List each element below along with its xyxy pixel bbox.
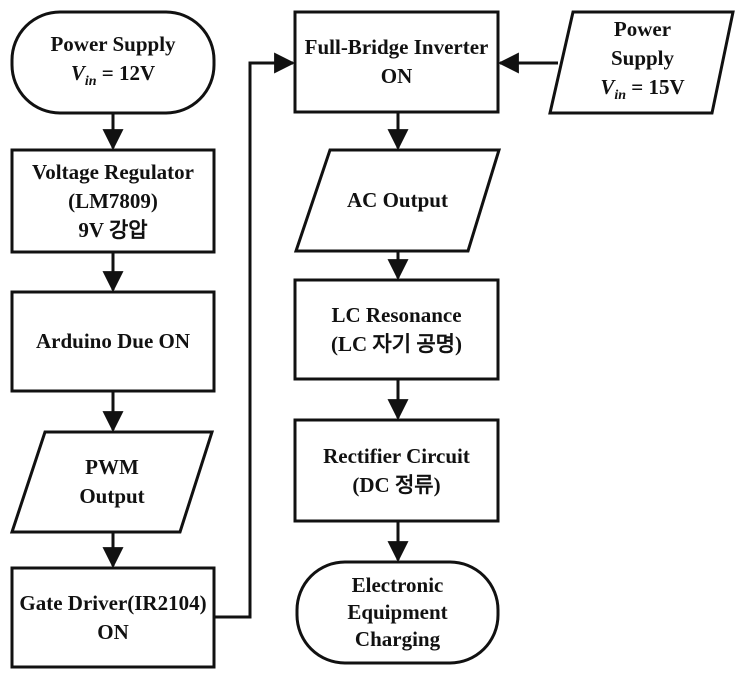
vin-subscript: in <box>614 88 627 103</box>
vin-variable: V <box>600 75 615 99</box>
vin-variable: V <box>70 60 85 85</box>
lc-resonance-line2: (LC 자기 공명) <box>331 331 462 356</box>
vin-value: = 12V <box>101 60 156 85</box>
lc-resonance-label: LC Resonance (LC 자기 공명) <box>295 280 498 379</box>
power-supply-15v-label: Power Supply Vin = 15V <box>555 12 730 113</box>
power-supply-15v-parallelogram <box>548 10 735 115</box>
charging-line3: Charging <box>354 627 441 651</box>
arduino-label: Arduino Due ON <box>12 292 214 391</box>
pwm-output-parallelogram <box>9 430 215 534</box>
ac-output-line1: AC Output <box>347 188 448 212</box>
gate-driver-label: Gate Driver(IR2104) ON <box>12 568 214 667</box>
lc-resonance-box <box>293 278 500 381</box>
arduino-line1: Arduino Due ON <box>35 329 191 353</box>
charging-line2: Equipment <box>347 600 448 624</box>
vin-subscript: in <box>84 73 97 89</box>
power-supply-15v-line2: Supply <box>610 46 675 70</box>
charging-line1: Electronic <box>351 573 444 597</box>
voltage-regulator-line1: Voltage Regulator <box>32 159 194 184</box>
charging-label: Electronic Equipment Charging <box>297 562 498 663</box>
rectifier-label: Rectifier Circuit (DC 정류) <box>295 420 498 521</box>
ac-output-label: AC Output <box>300 150 495 251</box>
gate-driver-line2: ON <box>97 619 129 644</box>
gate-driver-line1: Gate Driver(IR2104) <box>19 590 207 615</box>
voltage-regulator-line2: (LM7809) <box>68 188 158 213</box>
pwm-output-label: PWM Output <box>12 432 212 532</box>
lc-resonance-line1: LC Resonance <box>331 302 462 327</box>
full-bridge-inverter-line1: Full-Bridge Inverter <box>304 35 489 59</box>
pwm-output-line1: PWM <box>85 455 139 479</box>
rectifier-line2: (DC 정류) <box>352 472 441 497</box>
full-bridge-inverter-line2: ON <box>380 64 413 88</box>
ac-output-parallelogram <box>293 148 502 253</box>
full-bridge-inverter-label: Full-Bridge Inverter ON <box>295 12 498 112</box>
power-supply-15v-line1: Power <box>613 17 672 41</box>
power-supply-12v-label: Power Supply Vin = 12V <box>12 12 214 113</box>
voltage-regulator-label: Voltage Regulator (LM7809) 9V 강압 <box>12 150 214 252</box>
voltage-regulator-box <box>10 148 216 254</box>
power-supply-12v-formula: Vin = 12V <box>71 59 155 96</box>
voltage-regulator-line3: 9V 강압 <box>78 217 148 242</box>
rectifier-line1: Rectifier Circuit <box>323 443 470 468</box>
vin-value: = 15V <box>631 75 685 99</box>
power-supply-12v-line1: Power Supply <box>50 31 176 56</box>
connector-gate-driver-to-inverter <box>214 52 296 619</box>
pwm-output-line2: Output <box>79 484 145 508</box>
power-supply-15v-formula: Vin = 15V <box>600 73 684 110</box>
